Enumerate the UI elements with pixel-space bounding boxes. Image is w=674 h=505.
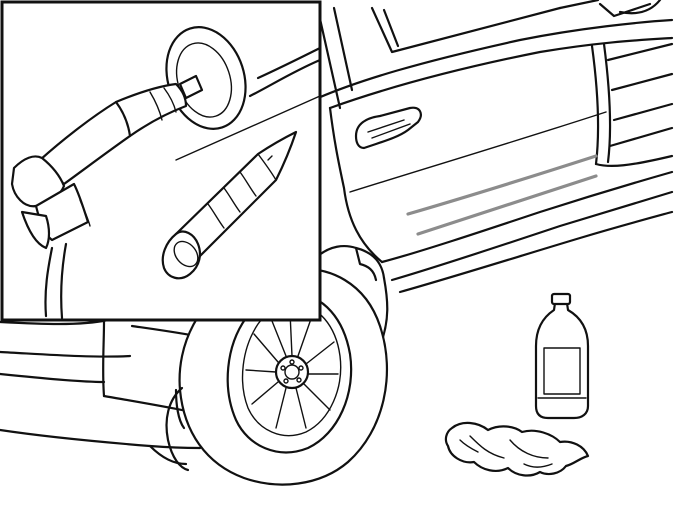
inset-detail — [0, 0, 322, 322]
suction-cup-tool-icon — [10, 26, 247, 320]
cleaning-fluid-bottle-icon — [534, 292, 590, 420]
door-handle — [354, 106, 422, 150]
front-wheel — [165, 267, 389, 486]
cleaning-cloth-icon — [444, 421, 590, 477]
car-body — [0, 0, 674, 466]
touch-up-paint-pen-icon — [161, 130, 298, 280]
